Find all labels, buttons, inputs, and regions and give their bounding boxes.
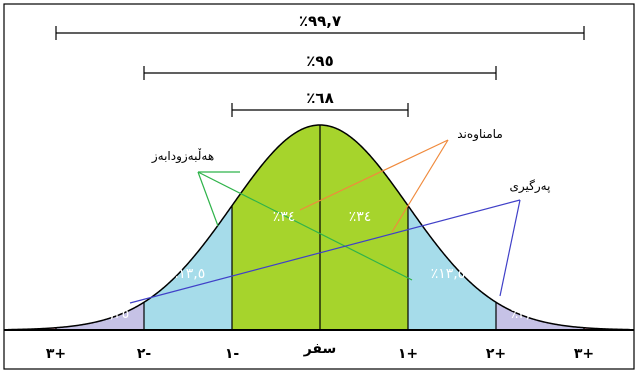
annotation-line-mamnawand [391,139,449,233]
axis-tick-label: ٣+ [46,346,66,362]
region-6-label: ٪٢,٣٥ [511,306,546,322]
axis-tick-label: ٢- [137,346,152,362]
annotation-line-pargiri [499,199,521,297]
axis-tick-label: ١- [225,346,240,362]
region-3-label: ٪٣٤ [273,209,296,225]
annotation-line-hallbazh [197,171,219,227]
bracket-label: ٪٦٨ [306,89,333,107]
annotation-pargiri: پەرگیری [510,179,551,194]
region-1-label: ٪٢,٣٥ [95,306,130,322]
region-1 [56,302,144,330]
bracket-label: ٪٩٩,٧ [299,12,341,30]
frame-border [3,3,635,370]
bell-curve [7,124,631,331]
annotation-line-mamnawand [299,139,449,211]
region-5-label: ٪١٣,٥ [431,266,466,282]
region-2-label: ٪١٣,٥ [171,266,206,282]
annotation-hallbazh: هەڵبەزودابەز [151,148,214,164]
annotation-line-pargiri [129,199,521,304]
region-6 [496,302,584,330]
axis-tick-label: ٢+ [486,346,506,362]
region-4-label: ٪٣٤ [349,209,372,225]
annotation-line-hallbazh [197,171,413,281]
axis-tick-label: ١+ [398,346,418,362]
annotation-mamnawand: مامناوەند [457,127,503,142]
bracket-label: ٪٩٥ [306,52,333,70]
axis-tick-label: ٣+ [574,346,594,362]
axis-tick-label: سفر [303,341,337,357]
